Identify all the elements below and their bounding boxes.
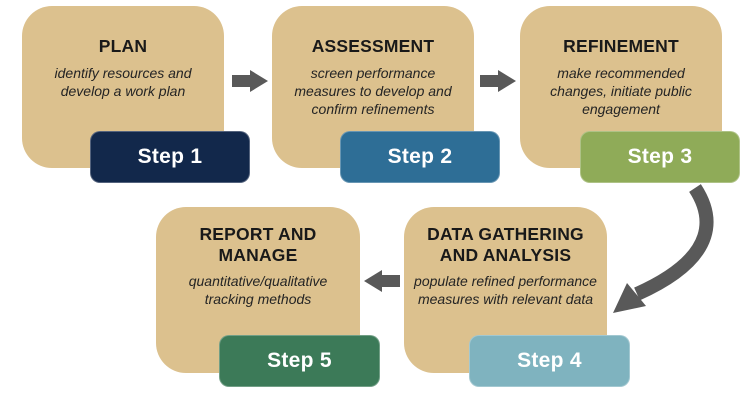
arrow-step2-step3-icon (480, 70, 516, 92)
step-description: screen performance measures to develop a… (294, 64, 452, 118)
step-badge-label: Step 4 (517, 349, 582, 372)
arrow-step3-step4-icon (613, 184, 714, 313)
step-description: make recommended changes, initiate publi… (550, 64, 692, 118)
step-badge-2: Step 2 (340, 131, 500, 183)
step-badge-5: Step 5 (219, 335, 380, 387)
step-badge-4: Step 4 (469, 335, 630, 387)
step-description: identify resources and develop a work pl… (54, 64, 192, 99)
step-description: quantitative/qualitative tracking method… (188, 273, 328, 308)
step-badge-label: Step 2 (387, 145, 453, 168)
step-title: ASSESSMENT (311, 36, 435, 56)
step-title: PLAN (98, 36, 148, 56)
step-title: REFINEMENT (563, 36, 679, 56)
step-title: DATA GATHERING AND ANALYSIS (427, 224, 584, 265)
step-title: REPORT AND MANAGE (199, 224, 317, 265)
step-badge-label: Step 5 (267, 349, 332, 372)
step-badge-1: Step 1 (90, 131, 250, 183)
step-badge-label: Step 3 (627, 145, 693, 168)
step-badge-label: Step 1 (137, 145, 203, 168)
arrow-step1-step2-icon (232, 70, 268, 92)
step-badge-3: Step 3 (580, 131, 740, 183)
step-description: populate refined performance measures wi… (414, 273, 597, 308)
arrow-step4-step5-icon (364, 270, 400, 292)
